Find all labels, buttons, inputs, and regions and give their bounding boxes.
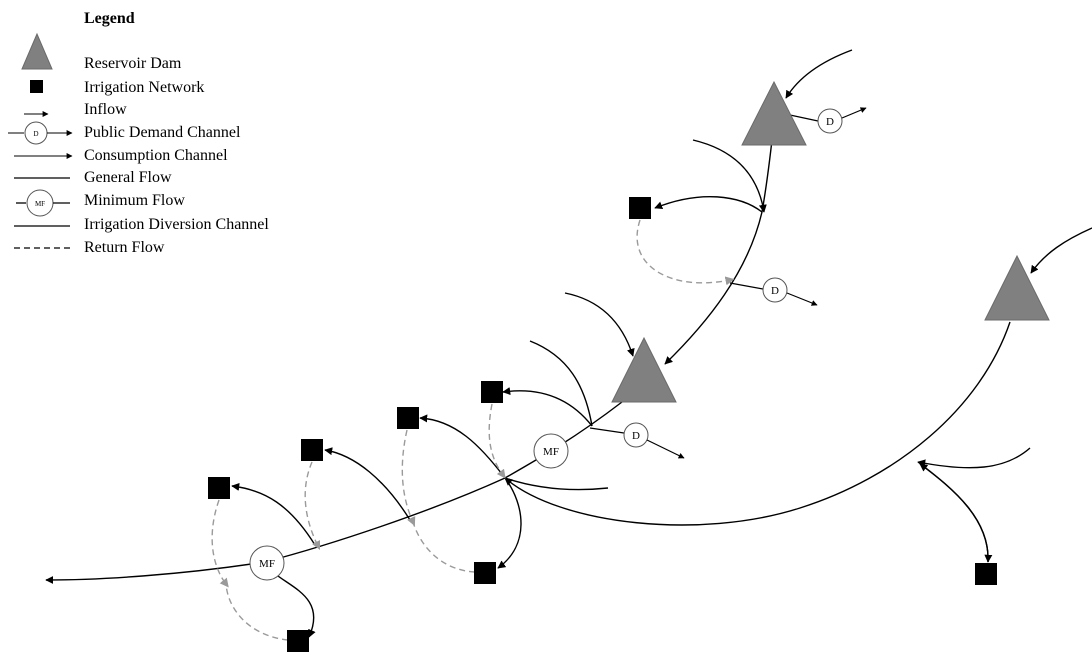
minimum-flow-label-2: MF bbox=[259, 558, 275, 570]
legend-label-irrigation-diversion: Irrigation Diversion Channel bbox=[84, 216, 269, 233]
reservoir-dam-east bbox=[984, 254, 1050, 321]
legend-label-inflow: Inflow bbox=[84, 101, 127, 118]
irrigation-network-south-1 bbox=[474, 562, 496, 584]
minimum-flow-node-2: MF bbox=[249, 545, 285, 581]
irrigation-network-east bbox=[975, 563, 997, 585]
return-flow-south-2 bbox=[225, 583, 289, 641]
inflow-lower-confluence bbox=[504, 477, 609, 491]
public-demand-label-2: D bbox=[771, 285, 779, 297]
legend-reservoir-dam-icon bbox=[21, 32, 53, 70]
public-demand-node-2: D bbox=[729, 277, 818, 306]
inflow-middle-confluence bbox=[529, 340, 593, 427]
diversion-network-east-south bbox=[917, 461, 993, 563]
irrigation-network-4 bbox=[397, 407, 419, 429]
legend-label-general-flow: General Flow bbox=[84, 169, 172, 186]
legend-label-irrigation-network: Irrigation Network bbox=[84, 79, 204, 96]
return-flow-upper bbox=[636, 219, 735, 286]
minimum-flow-node-1: MF bbox=[533, 433, 569, 469]
inflow-east-confluence bbox=[917, 447, 1031, 469]
river-main-lower bbox=[45, 401, 623, 584]
legend-public-demand-icon: D bbox=[8, 121, 73, 145]
legend-label-return-flow: Return Flow bbox=[84, 239, 165, 256]
diversion-network-east-return bbox=[919, 463, 989, 563]
inflow-middle-dam bbox=[564, 292, 635, 357]
legend-minimum-flow-symbol-text: MF bbox=[35, 200, 45, 208]
diversion-network-6 bbox=[231, 482, 316, 546]
minimum-flow-label-1: MF bbox=[543, 446, 559, 458]
legend: Legend Reservoir Dam Irrigation Network … bbox=[8, 10, 269, 256]
legend-label-minimum-flow: Minimum Flow bbox=[84, 192, 185, 209]
river-east-tributary bbox=[504, 321, 1011, 526]
reservoir-dam-middle bbox=[611, 336, 677, 403]
legend-label-reservoir-dam: Reservoir Dam bbox=[84, 55, 182, 72]
irrigation-network-south-2 bbox=[287, 630, 309, 652]
legend-public-demand-symbol-text: D bbox=[33, 130, 38, 138]
legend-label-public-demand: Public Demand Channel bbox=[84, 124, 241, 141]
return-flow-network-5 bbox=[304, 461, 321, 551]
inflow-top-dam bbox=[785, 49, 853, 99]
diversion-network-south-1 bbox=[497, 477, 522, 569]
public-demand-node-1: D bbox=[789, 107, 867, 134]
legend-irrigation-network-icon bbox=[30, 80, 43, 93]
irrigation-network-3 bbox=[481, 381, 503, 403]
inflow-upper-confluence bbox=[692, 139, 767, 213]
return-flow-network-3 bbox=[488, 403, 506, 479]
diversion-upper-network bbox=[654, 195, 763, 213]
return-flow-network-4 bbox=[401, 429, 416, 527]
river-segment-upper bbox=[664, 139, 773, 365]
irrigation-network-5 bbox=[301, 439, 323, 461]
diversion-network-4 bbox=[419, 414, 506, 479]
return-flow-south-1 bbox=[412, 521, 476, 573]
legend-label-consumption-channel: Consumption Channel bbox=[84, 147, 228, 164]
inflow-east-dam bbox=[1030, 227, 1092, 274]
public-demand-label-3: D bbox=[632, 430, 640, 442]
legend-title: Legend bbox=[84, 10, 135, 27]
reservoir-dam-top bbox=[741, 80, 807, 146]
irrigation-network-6 bbox=[208, 477, 230, 499]
irrigation-network-upper bbox=[629, 197, 651, 219]
return-flow-network-6 bbox=[211, 499, 229, 588]
legend-minimum-flow-icon: MF bbox=[16, 189, 70, 217]
diversion-network-5 bbox=[324, 447, 411, 521]
diversion-network-3 bbox=[502, 387, 593, 427]
public-demand-node-3: D bbox=[589, 422, 685, 459]
public-demand-label-1: D bbox=[826, 116, 834, 128]
